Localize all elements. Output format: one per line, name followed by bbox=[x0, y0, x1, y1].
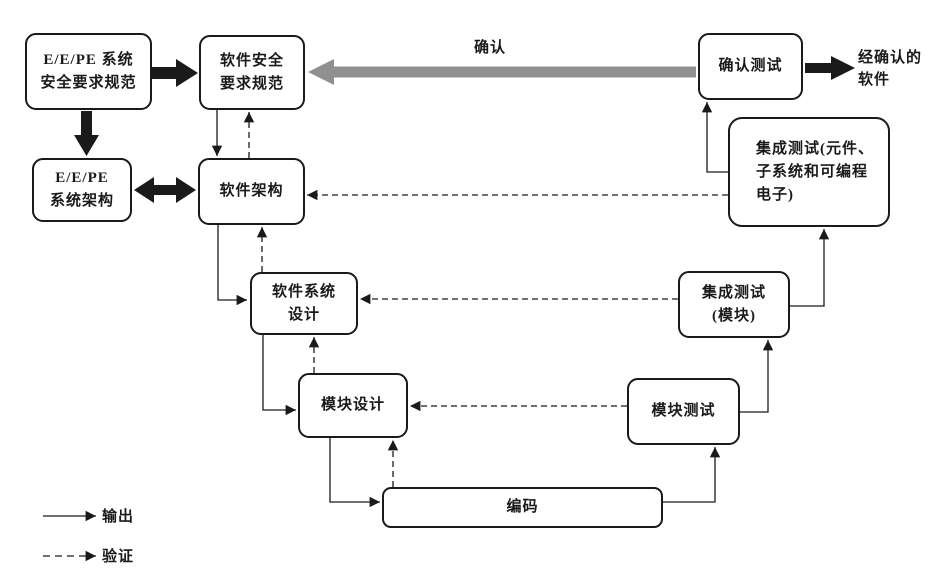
box-integration-testing-pe: 集成测试(元件、 子系统和可编程 电子) bbox=[728, 117, 890, 227]
box-software-system-design: 软件系统 设计 bbox=[250, 272, 358, 335]
validation-arrow bbox=[308, 59, 696, 85]
thick-arrow-ee-srs-to-sw-srs bbox=[152, 59, 198, 87]
validated-software-label: 经确认的 软件 bbox=[858, 50, 923, 88]
legend-output-label: 输出 bbox=[102, 509, 135, 525]
box-module-design: 模块设计 bbox=[298, 373, 408, 438]
legend-verification-label: 验证 bbox=[102, 549, 135, 565]
line-integration-test-pe-to-validation-test bbox=[701, 102, 728, 173]
line-integration-test-module-to-integration-test-pe bbox=[790, 229, 830, 307]
box-software-architecture: 软件架构 bbox=[198, 158, 305, 225]
thick-arrow-ee-arch-sw-arch-bidirectional bbox=[134, 177, 196, 203]
line-module-design-to-coding bbox=[329, 438, 380, 508]
box-coding: 编码 bbox=[382, 487, 663, 528]
thick-arrow-validation-test-to-validated-software bbox=[805, 56, 855, 80]
line-module-test-to-integration-test-module bbox=[740, 340, 774, 413]
box-module-testing: 模块测试 bbox=[627, 378, 740, 445]
box-ee-system-architecture: E/E/PE 系统架构 bbox=[32, 158, 132, 222]
line-sw-arch-to-sw-sys-design bbox=[217, 225, 247, 306]
thick-arrow-ee-srs-to-ee-arch bbox=[74, 111, 99, 156]
box-ee-system-safety-requirements-spec: E/E/PE 系统 安全要求规范 bbox=[25, 33, 152, 110]
box-validation-testing: 确认测试 bbox=[698, 33, 803, 100]
line-coding-to-module-test bbox=[663, 447, 721, 503]
validation-arrow-label: 确认 bbox=[473, 40, 506, 56]
box-integration-testing-module: 集成测试 (模块) bbox=[678, 271, 790, 338]
line-sw-sys-design-to-module-design bbox=[262, 335, 296, 416]
box-software-safety-requirements-spec: 软件安全 要求规范 bbox=[199, 35, 305, 110]
